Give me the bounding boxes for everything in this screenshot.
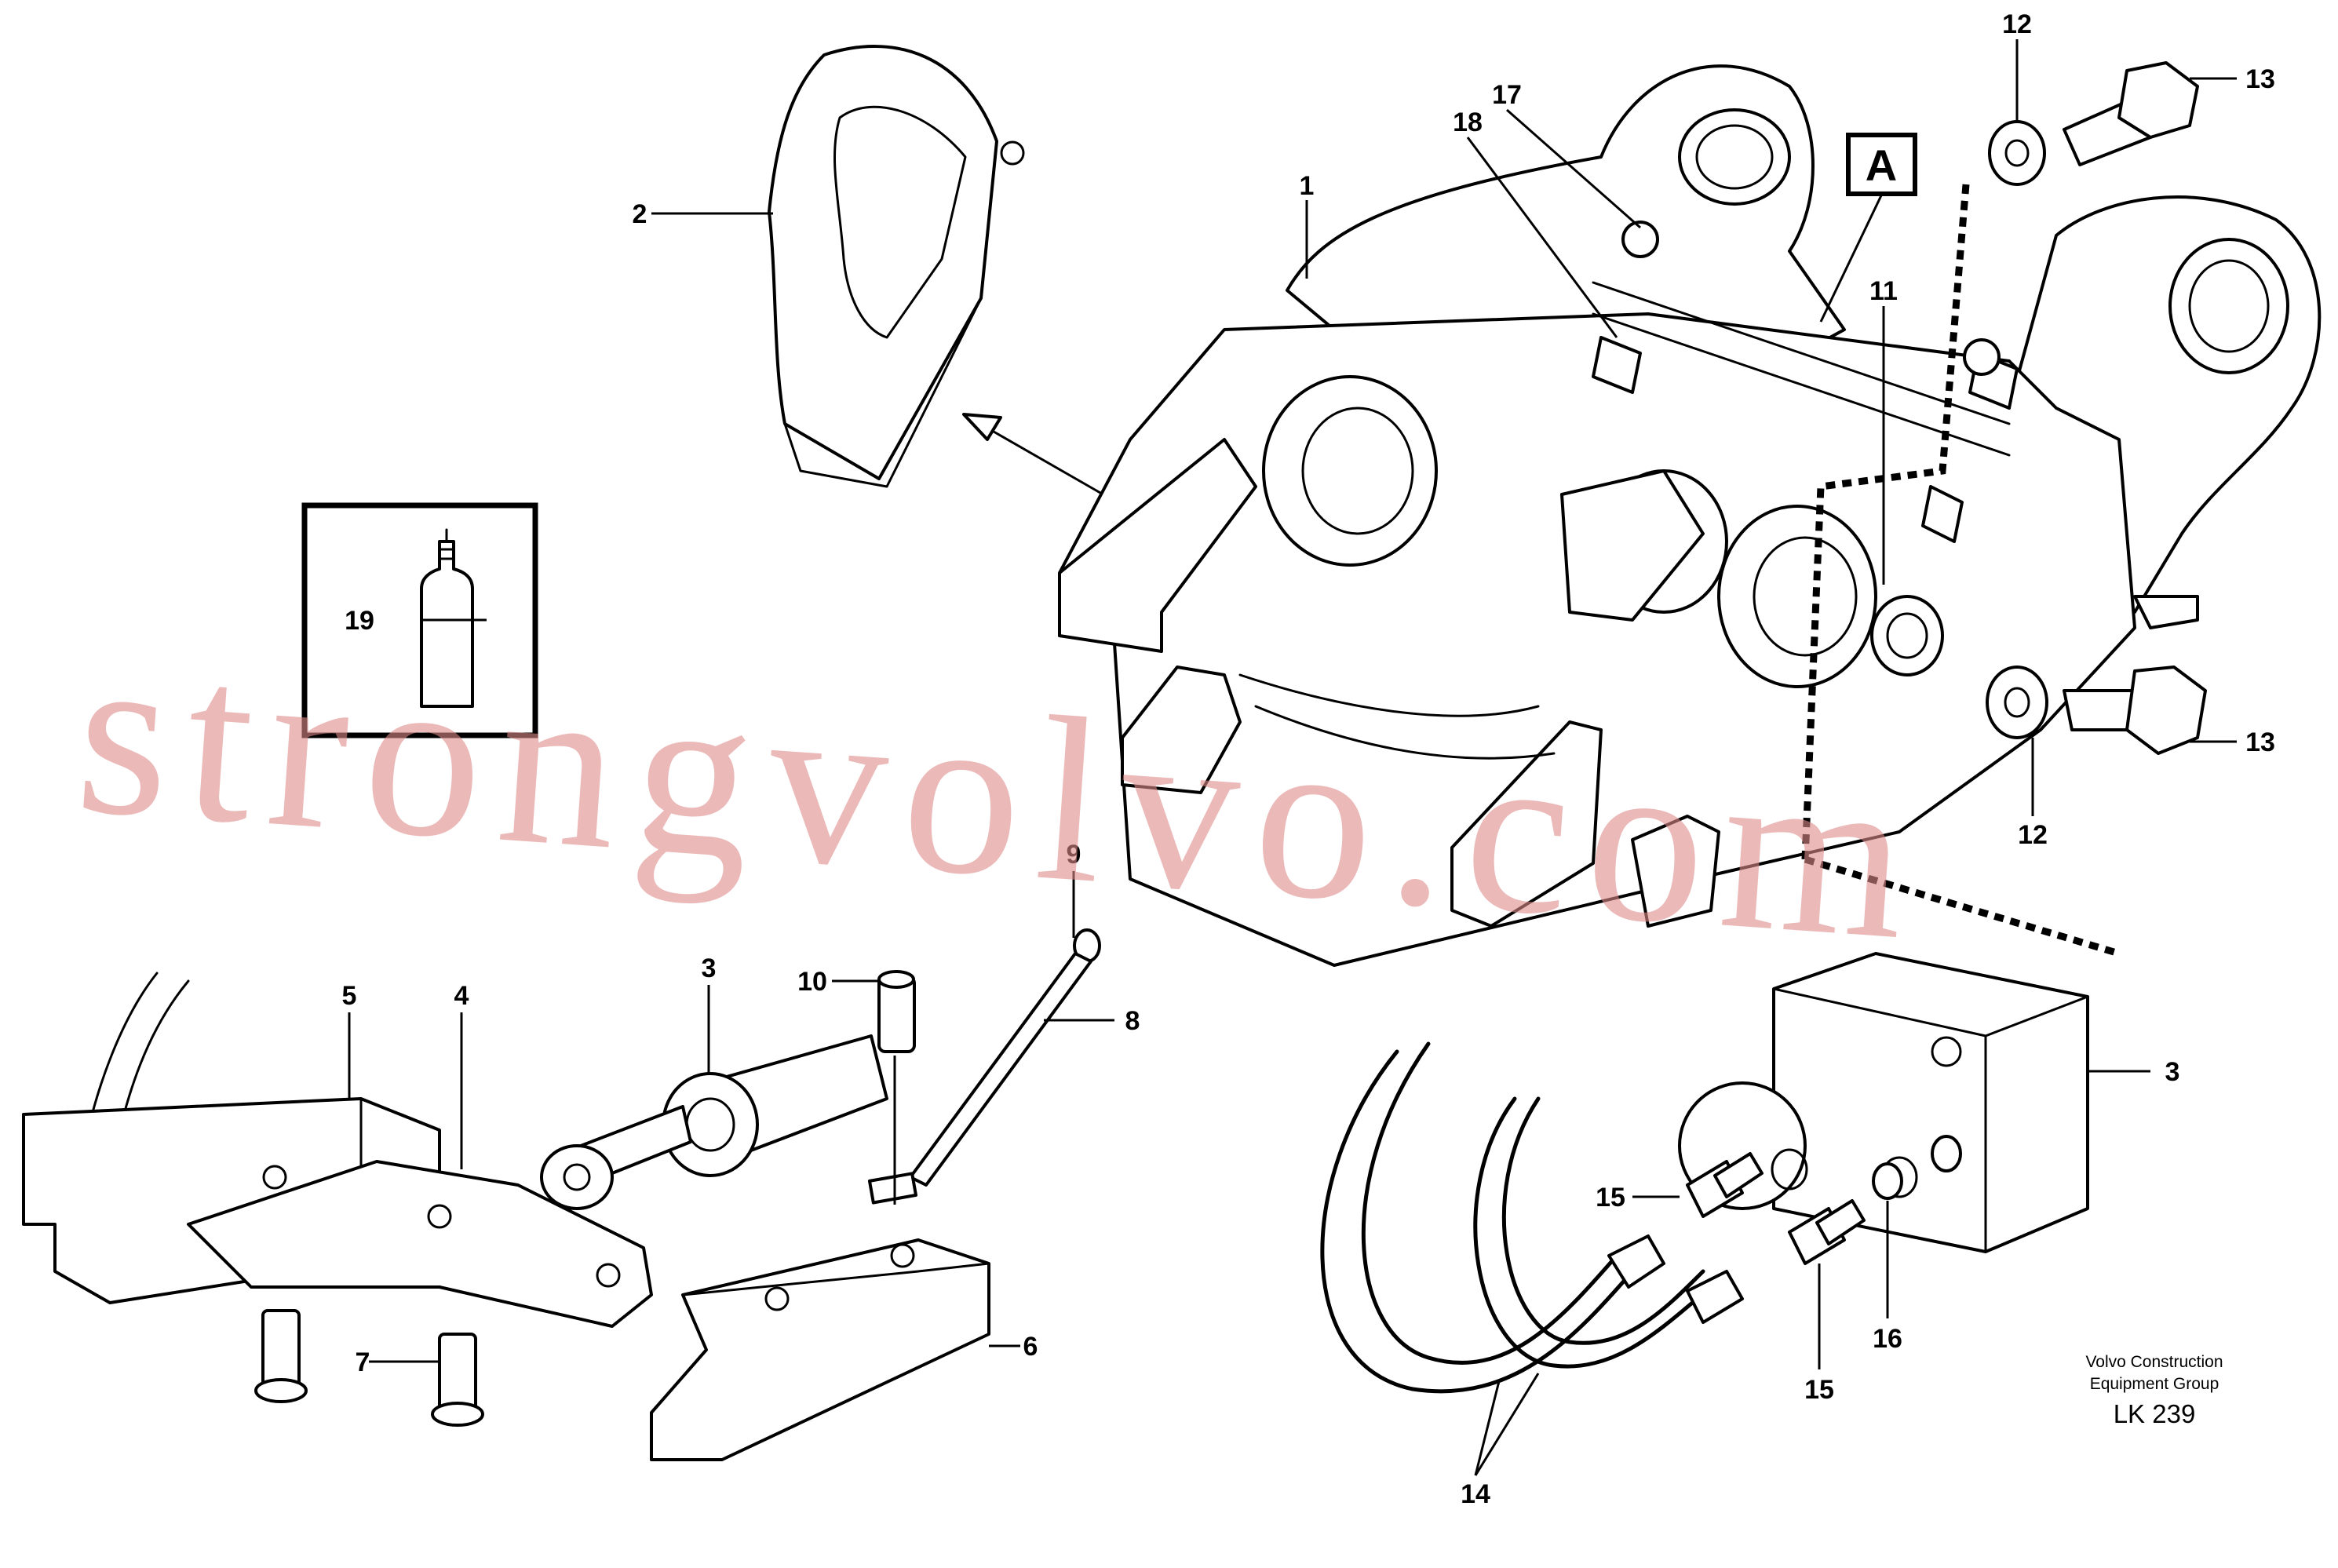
callout-12-bottom: 12: [2018, 820, 2048, 850]
part-12-washer-top: [1988, 120, 2046, 186]
part-15-fitting-lower: [1788, 1199, 1866, 1265]
part-7-pin-left: [254, 1309, 308, 1403]
callout-6: 6: [1023, 1332, 1038, 1362]
part-12-washer-bottom: [1986, 665, 2048, 739]
view-a-label: A: [1866, 140, 1897, 190]
callout-10: 10: [797, 967, 827, 997]
part-8-grease-line: [867, 952, 1092, 1205]
callout-14: 14: [1461, 1479, 1490, 1509]
callout-7: 7: [356, 1347, 370, 1377]
part-6-locking-wedge: [650, 1238, 990, 1461]
callout-13-top: 13: [2245, 64, 2275, 94]
callout-15-upper: 15: [1596, 1183, 1625, 1212]
part-3-valve-block: [1678, 952, 2089, 1253]
callout-18: 18: [1453, 108, 1483, 137]
part-2-wear-plate: [768, 45, 1025, 488]
part-7-pin-right: [431, 1333, 484, 1427]
callout-5: 5: [342, 981, 357, 1011]
part-15-fitting-upper: [1686, 1152, 1764, 1218]
view-a-boundary: [1801, 184, 2121, 957]
callout-3-cylinder: 3: [702, 954, 717, 983]
callout-9: 9: [1067, 840, 1081, 870]
callout-17: 17: [1492, 80, 1522, 110]
credit-line-2: Equipment Group: [2090, 1375, 2219, 1393]
callout-13-bottom: 13: [2245, 727, 2275, 757]
callout-1: 1: [1300, 171, 1315, 201]
part-13-bolt-top: [2063, 61, 2199, 166]
callout-numbers: 1 2 3 3 4 5 6 7 8 9 10 11 12 12 13 13 14…: [342, 9, 2275, 1509]
part-1-coupler-frame: A: [1058, 64, 2322, 967]
credit-code: LK 239: [2114, 1399, 2196, 1428]
callout-16: 16: [1873, 1324, 1902, 1354]
credit-block: Volvo Construction Equipment Group LK 23…: [2085, 1353, 2223, 1428]
callout-11: 11: [1869, 276, 1898, 306]
callout-12-top: 12: [2002, 9, 2032, 39]
part-4-link-plate: [187, 1160, 653, 1328]
callout-15-lower: 15: [1804, 1375, 1834, 1405]
part-5-link-bracket: [22, 972, 441, 1304]
part-19-lubricant-bottle: [301, 502, 538, 738]
callout-19: 19: [345, 606, 374, 636]
callout-2: 2: [633, 199, 647, 229]
part-16-seal: [1872, 1135, 1962, 1200]
callout-3-block: 3: [2165, 1057, 2180, 1087]
part-10-sleeve: [877, 970, 916, 1053]
part-13-bolt-bottom: [2063, 665, 2207, 755]
callout-4: 4: [454, 981, 469, 1011]
leader-lines: [348, 39, 2237, 1476]
credit-line-1: Volvo Construction: [2085, 1353, 2223, 1371]
part-3-hydraulic-cylinder: [540, 1034, 888, 1210]
callout-8: 8: [1125, 1006, 1140, 1036]
part-14-hoses: [1320, 1041, 1744, 1394]
